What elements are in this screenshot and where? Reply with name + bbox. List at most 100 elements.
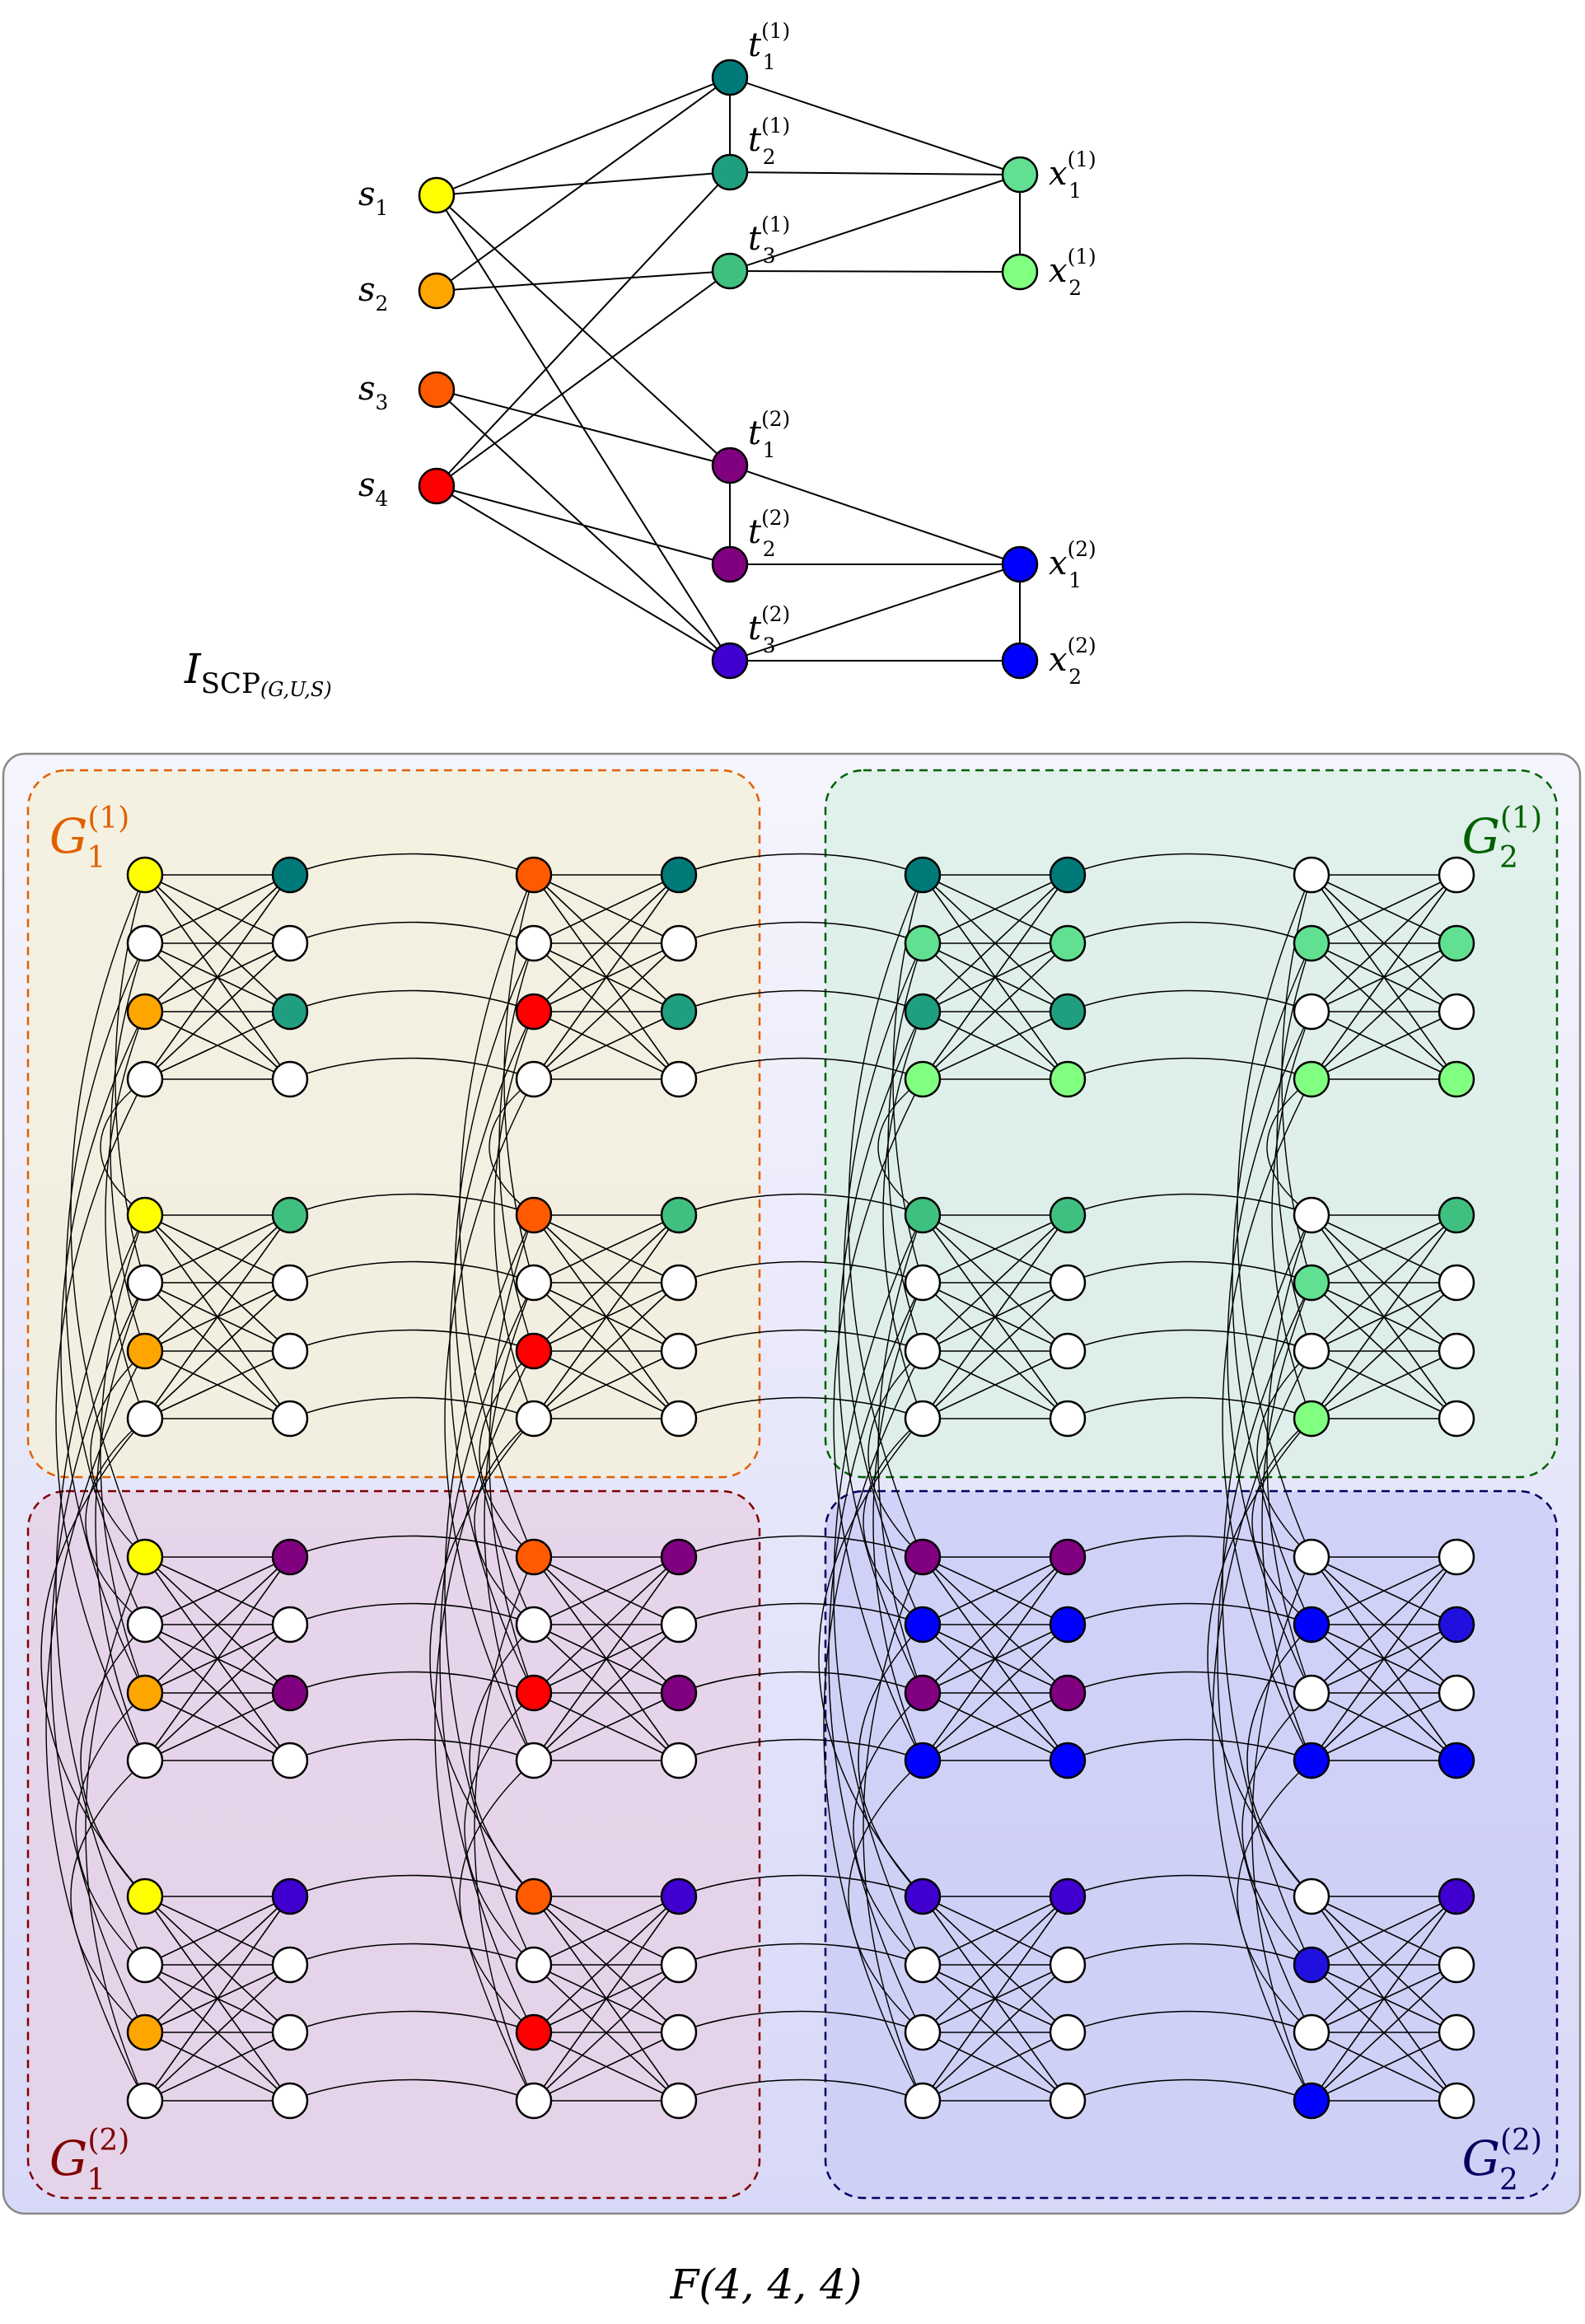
grid-node: [1293, 1264, 1330, 1302]
top-edge: [436, 485, 731, 662]
x-node: [1001, 253, 1039, 291]
vertical-arc: [1237, 1760, 1312, 2033]
link-arc: [678, 1602, 923, 1625]
vertical-arc: [55, 1214, 146, 1966]
bipartite-edge: [922, 1964, 1068, 2102]
grid-node: [126, 1674, 164, 1712]
t-label: t(2)3: [748, 602, 790, 657]
grid-node: [1438, 1742, 1475, 1779]
x-label: x(1)1: [1049, 147, 1096, 203]
grid-node: [126, 2013, 164, 2051]
grid-node: [1438, 1538, 1475, 1576]
link-arc: [1067, 1602, 1312, 1625]
grid-node: [904, 1196, 942, 1234]
bipartite-edge: [533, 1896, 680, 1966]
grid-node: [660, 1674, 698, 1712]
vertical-arc: [100, 1214, 146, 1694]
link-arc: [1067, 921, 1312, 944]
vertical-arc: [459, 1760, 535, 2033]
link-arc: [289, 1602, 535, 1625]
bipartite-edge: [1311, 1282, 1457, 1419]
grid-node: [660, 856, 698, 894]
top-edge: [436, 77, 731, 292]
bipartite-edge: [922, 1214, 1068, 1419]
bottom-arcs: [40, 853, 1312, 2102]
grid-node: [660, 1196, 698, 1234]
grid-node: [271, 1606, 309, 1644]
link-arc: [678, 1396, 923, 1419]
vertical-arc: [489, 1078, 535, 1216]
region-box: [26, 769, 761, 1479]
grid-node: [126, 1742, 164, 1779]
bipartite-edge: [533, 1896, 680, 2102]
vertical-arc: [1261, 1282, 1312, 1761]
source-label: s1: [358, 175, 388, 220]
vertical-arc: [833, 1214, 923, 1966]
grid-node: [904, 1877, 942, 1915]
bipartite-edge: [1311, 1896, 1457, 2033]
bipartite-edge: [533, 1556, 680, 1694]
grid-node: [660, 924, 698, 962]
vertical-arc: [867, 1350, 923, 1558]
vertical-arc: [863, 1556, 923, 2102]
link-arc: [1067, 1396, 1312, 1419]
vertical-arc: [90, 1350, 146, 1558]
source-label: s4: [358, 466, 388, 511]
link-arc: [289, 989, 535, 1012]
vertical-arc: [1222, 1078, 1312, 1761]
vertical-arc: [833, 1078, 923, 1761]
link-arc: [289, 921, 535, 944]
grid-node: [126, 1196, 164, 1234]
link-arc: [289, 1396, 535, 1419]
grid-node: [1293, 1400, 1330, 1438]
grid-node: [271, 1264, 309, 1302]
bipartite-edge: [1311, 874, 1457, 944]
link-arc: [289, 1535, 535, 1558]
bipartite-edge: [922, 2032, 1068, 2102]
vertical-arc: [848, 874, 923, 1558]
bipartite-edge: [533, 1350, 680, 1419]
grid-node: [1049, 856, 1087, 894]
grid-node: [1293, 1674, 1330, 1712]
grid-node: [904, 1742, 942, 1779]
vertical-arc: [887, 942, 923, 1352]
vertical-arc: [863, 1418, 923, 1625]
bipartite-edge: [1311, 1350, 1457, 1419]
vertical-arc: [877, 1214, 923, 1694]
bipartite-edge: [533, 1624, 680, 1761]
vertical-arc: [882, 1011, 923, 1419]
top-edges: [436, 77, 1021, 662]
grid-node: [1438, 1877, 1475, 1915]
vertical-arc: [843, 942, 923, 1625]
vertical-arc: [449, 1011, 535, 1694]
grid-node: [126, 2082, 164, 2120]
grid-node: [126, 1060, 164, 1098]
bipartite-edge: [1311, 1214, 1457, 1419]
vertical-arc: [434, 1350, 535, 2102]
grid-node: [904, 1264, 942, 1302]
bipartite-edge: [1311, 1692, 1457, 1761]
bipartite-edge: [144, 1624, 291, 1761]
link-arc: [289, 1260, 535, 1284]
bottom-nodes: [126, 856, 1475, 2120]
top-edge: [436, 389, 731, 466]
vertical-arc: [1237, 874, 1312, 1558]
bipartite-edge: [533, 1282, 680, 1419]
grid-node: [904, 1538, 942, 1576]
bipartite-edge: [922, 1350, 1068, 1419]
grid-node: [660, 2013, 698, 2051]
link-arc: [678, 1193, 923, 1216]
vertical-arc: [85, 1418, 146, 1625]
bipartite-edge: [922, 1556, 1068, 1625]
t-node: [711, 153, 749, 191]
grid-node: [515, 993, 553, 1031]
grid-node: [515, 856, 553, 894]
top-caption: ISCP(G,U,S): [184, 645, 332, 701]
vertical-arc: [1251, 1556, 1312, 2102]
grid-node: [1049, 1877, 1087, 1915]
vertical-arc: [50, 1282, 146, 2033]
bipartite-edge: [144, 1011, 291, 1080]
region-label: G(1)2: [1462, 802, 1542, 875]
vertical-arc: [444, 1078, 535, 1761]
grid-node: [660, 1946, 698, 1984]
